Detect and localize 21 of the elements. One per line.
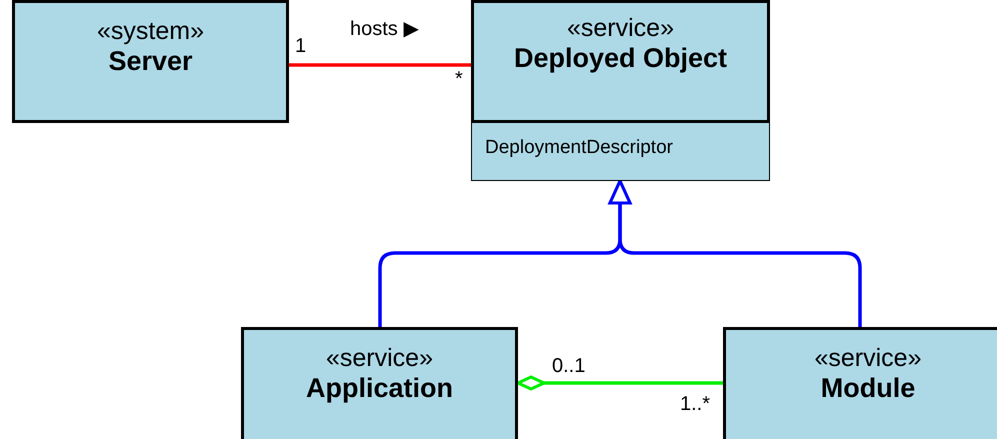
attribute: DeploymentDescriptor: [485, 137, 673, 159]
stereotype: «service»: [326, 345, 433, 372]
generalization-arrow: [608, 180, 862, 327]
multiplicity: 1..*: [680, 393, 710, 416]
class-name: Application: [306, 372, 453, 404]
multiplicity: *: [455, 68, 463, 91]
multiplicity: 1: [295, 35, 306, 58]
edge-label: hosts ▶: [350, 17, 418, 41]
class-name: Deployed Object: [514, 42, 728, 74]
class-name: Module: [820, 372, 916, 404]
class-box: [723, 327, 997, 439]
stereotype: «system»: [97, 18, 204, 46]
aggregation-line: [516, 376, 723, 390]
multiplicity: 0..1: [552, 355, 586, 378]
class-box: [241, 327, 518, 439]
stereotype: «service»: [567, 15, 674, 42]
association-line: [289, 63, 471, 67]
class-box: [471, 0, 770, 181]
class-box: [12, 0, 289, 123]
stereotype: «service»: [814, 345, 922, 372]
class-name: Server: [108, 46, 193, 77]
